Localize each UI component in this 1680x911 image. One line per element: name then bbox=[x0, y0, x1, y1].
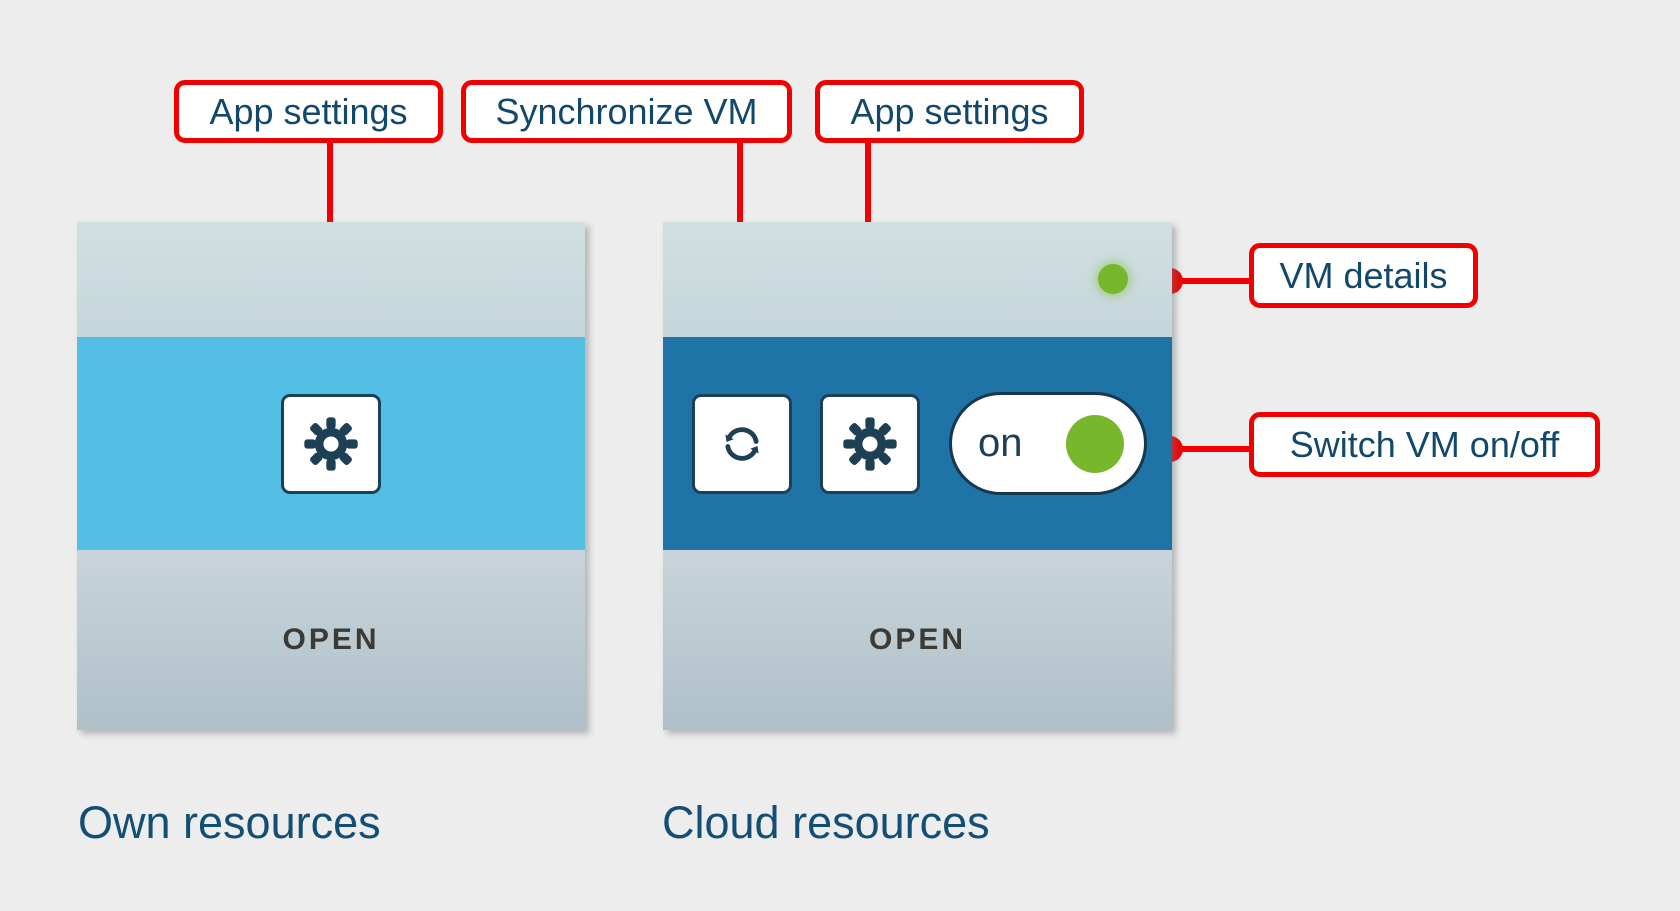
connector-switch-vm bbox=[1172, 446, 1249, 452]
vm-status-dot[interactable] bbox=[1098, 264, 1128, 294]
callout-label: VM details bbox=[1279, 254, 1448, 296]
callout-label: Switch VM on/off bbox=[1289, 423, 1560, 465]
own-card-open-area[interactable]: OPEN bbox=[77, 550, 585, 730]
open-label: OPEN bbox=[868, 623, 967, 656]
callout-app-settings-own: App settings bbox=[174, 80, 443, 143]
open-label: OPEN bbox=[282, 623, 380, 656]
cloud-resources-card: on OPEN bbox=[663, 222, 1172, 730]
callout-vm-details: VM details bbox=[1249, 243, 1478, 308]
connector-vm-details bbox=[1172, 278, 1249, 284]
sync-icon bbox=[725, 426, 759, 461]
callout-synchronize-vm: Synchronize VM bbox=[461, 80, 792, 143]
vm-power-toggle[interactable]: on bbox=[949, 392, 1147, 495]
callout-label: App settings bbox=[209, 90, 408, 132]
callout-switch-vm: Switch VM on/off bbox=[1249, 412, 1600, 477]
callout-label: App settings bbox=[850, 90, 1049, 132]
gear-icon bbox=[843, 416, 897, 471]
synchronize-vm-button[interactable] bbox=[692, 393, 792, 494]
cloud-resources-caption: Cloud resources bbox=[662, 797, 990, 848]
cloud-card-open-area[interactable]: OPEN bbox=[663, 550, 1172, 730]
own-card-toolbar bbox=[77, 337, 585, 550]
own-card-header bbox=[77, 222, 585, 337]
toggle-knob[interactable] bbox=[1066, 414, 1124, 473]
app-settings-button[interactable] bbox=[820, 393, 920, 494]
gear-icon bbox=[304, 416, 358, 471]
callout-label: Synchronize VM bbox=[495, 90, 758, 132]
own-resources-card: OPEN bbox=[77, 222, 585, 730]
callout-app-settings-cloud: App settings bbox=[815, 80, 1084, 143]
toggle-state-label: on bbox=[978, 421, 1023, 465]
app-settings-button[interactable] bbox=[281, 393, 381, 494]
cloud-card-header bbox=[663, 222, 1172, 337]
cloud-card-toolbar: on bbox=[663, 337, 1172, 550]
own-resources-caption: Own resources bbox=[78, 797, 381, 848]
